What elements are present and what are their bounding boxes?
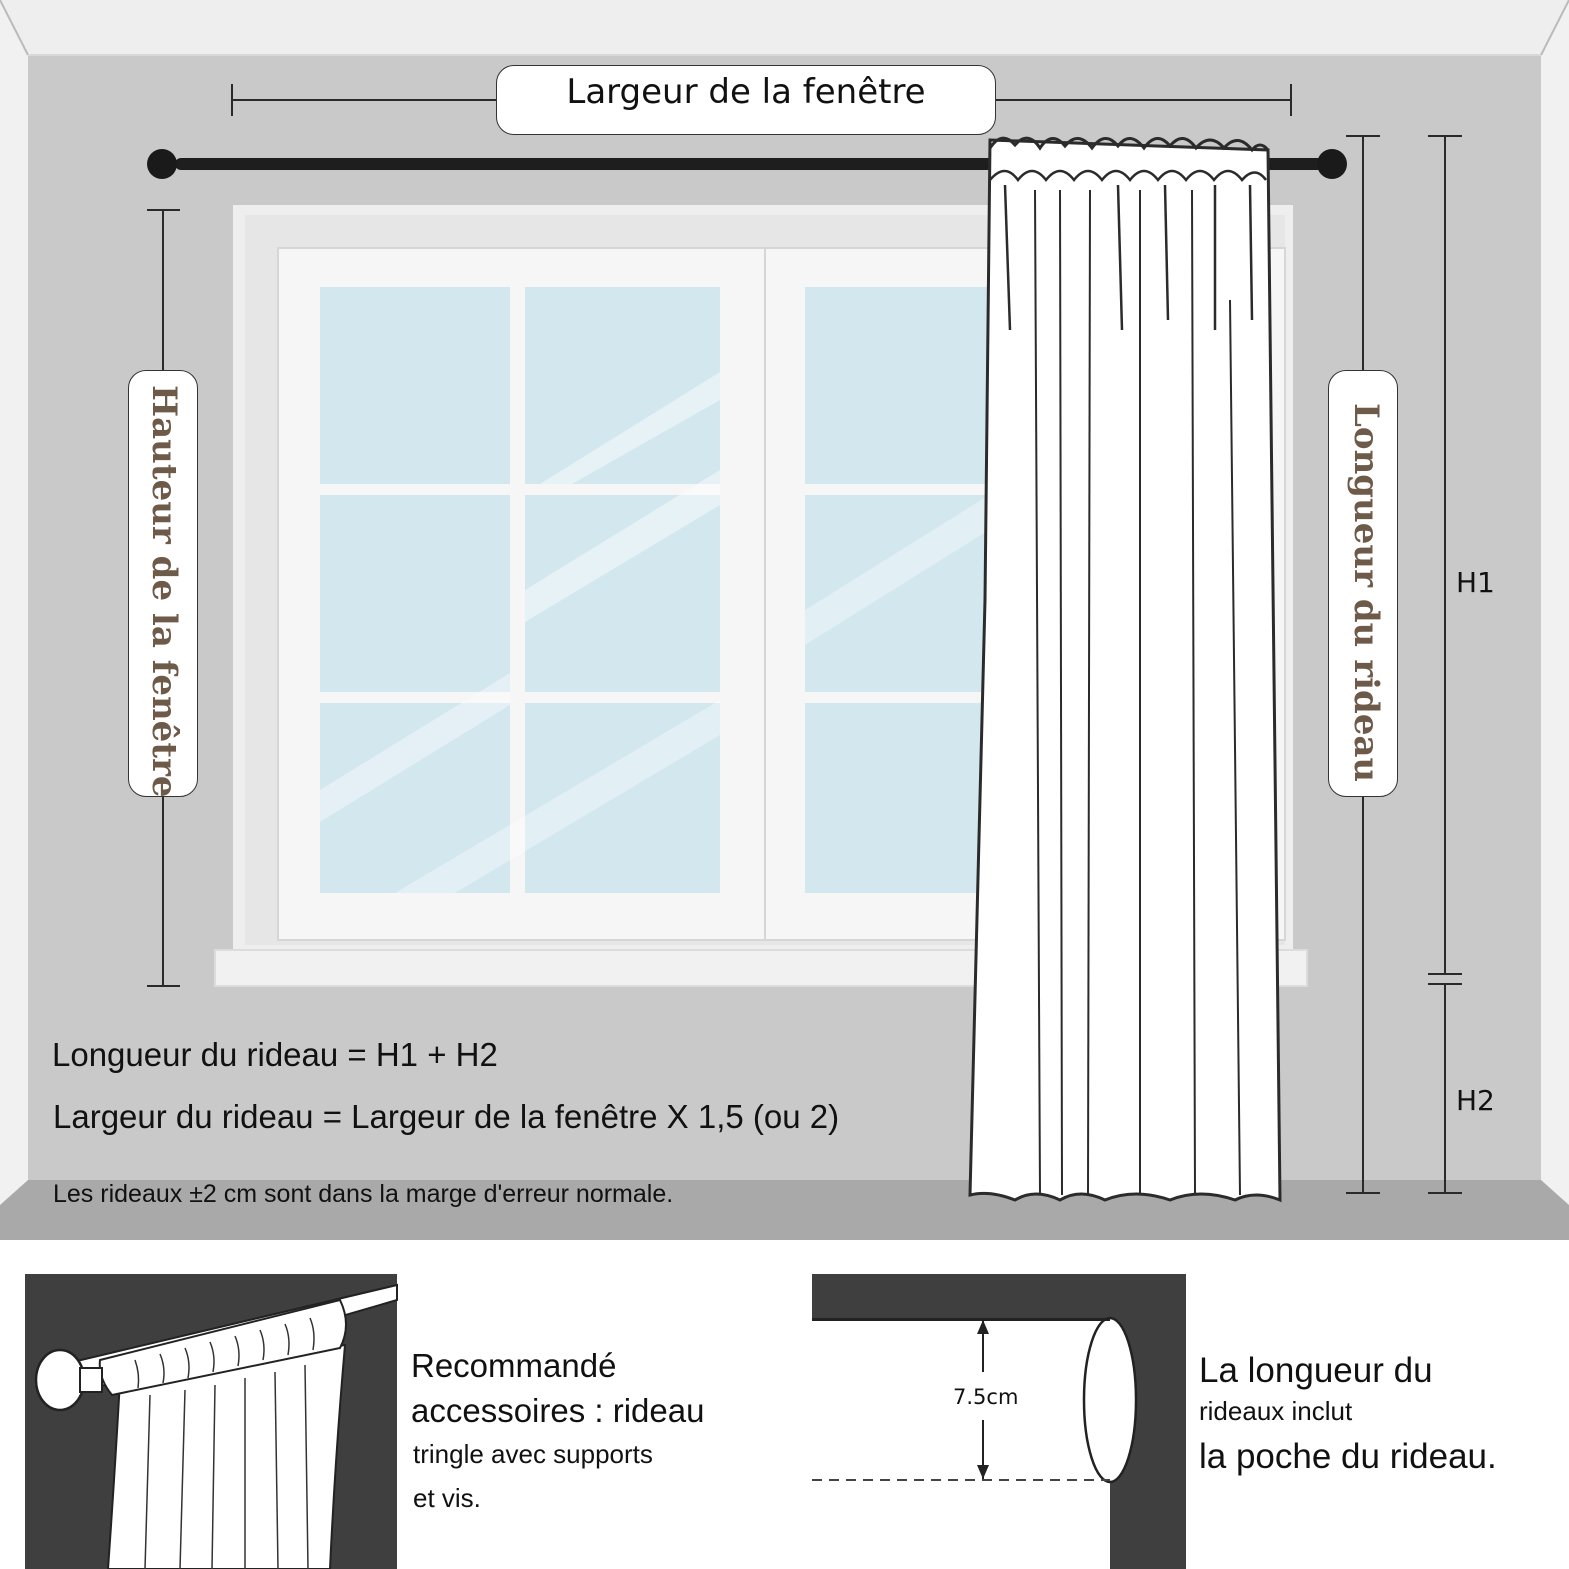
- h1-label: H1: [1456, 566, 1495, 599]
- ceiling: [0, 0, 1569, 55]
- recommend-line3: tringle avec supports: [413, 1439, 653, 1469]
- recommend-line2: accessoires : rideau: [411, 1392, 705, 1429]
- curtain-length-label-box: [1328, 370, 1398, 797]
- curtain-length-label: Longueur du rideau: [1346, 403, 1386, 783]
- right-wall-edge: [1541, 0, 1569, 1205]
- window-height-label: Hauteur de la fenêtre: [144, 385, 184, 798]
- window-height-label-box: [128, 370, 198, 797]
- length-note-line1: La longueur du: [1199, 1351, 1433, 1390]
- curtain-panel: [968, 136, 1282, 1203]
- h2-label: H2: [1456, 1084, 1495, 1117]
- rod-closeup-panel: [25, 1274, 398, 1569]
- window-width-label-box: [496, 65, 996, 135]
- tolerance-note: Les rideaux ±2 cm sont dans la marge d'e…: [53, 1180, 674, 1208]
- recommend-line4: et vis.: [413, 1483, 481, 1513]
- window-width-label: Largeur de la fenêtre: [566, 72, 926, 112]
- length-formula: Longueur du rideau = H1 + H2: [52, 1036, 498, 1073]
- width-formula: Largeur du rideau = Largeur de la fenêtr…: [53, 1098, 840, 1135]
- pocket-closeup-panel: [812, 1274, 1186, 1569]
- recommend-line1: Recommandé: [411, 1347, 617, 1384]
- length-note-line3: la poche du rideau.: [1199, 1437, 1497, 1476]
- left-wall-edge: [0, 0, 28, 1205]
- length-note-line2: rideaux inclut: [1199, 1396, 1353, 1426]
- dimension-lines: [147, 84, 1462, 1194]
- pocket-measure-label: 7.5cm: [953, 1385, 1019, 1409]
